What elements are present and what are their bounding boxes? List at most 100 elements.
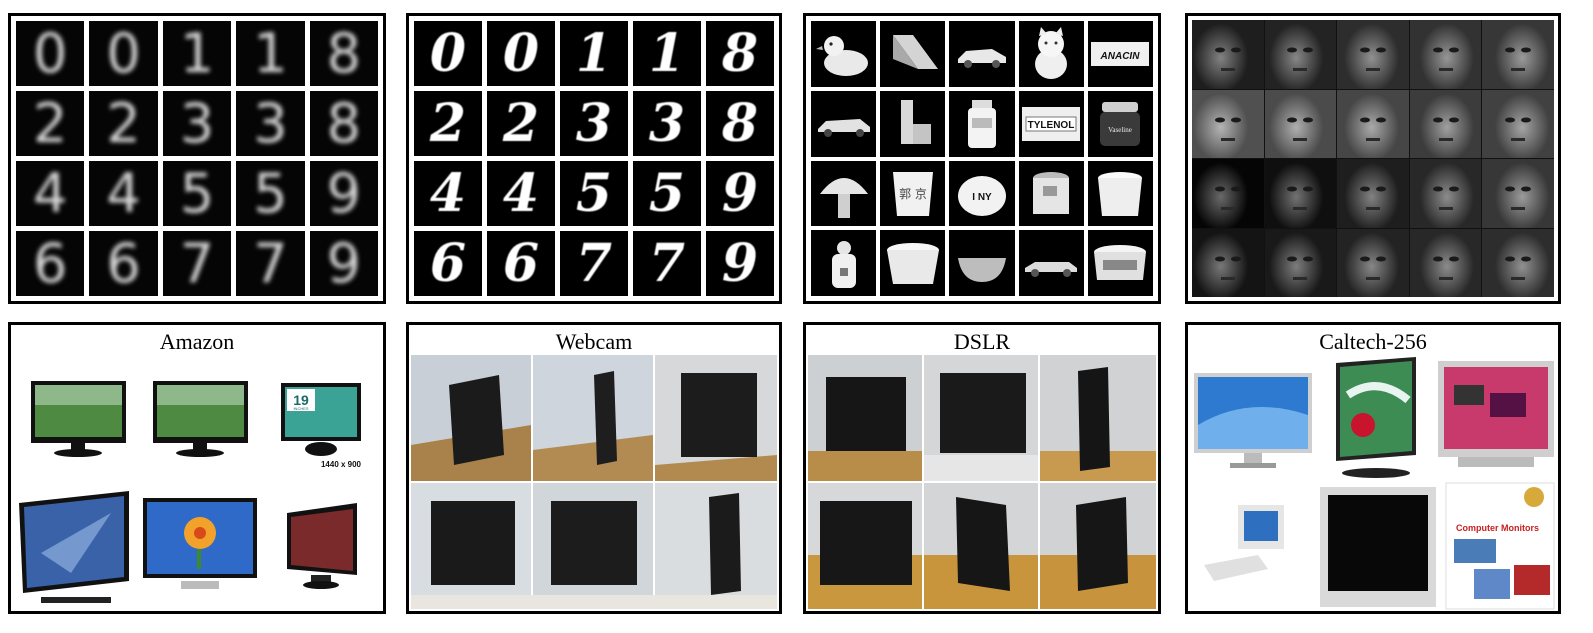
ny-label: I NY [972,192,992,203]
mnist-digit-cell: 3 [560,91,628,156]
usps-digit: 0 [106,21,141,85]
face-image [1192,159,1264,228]
webcam-monitor-images [411,355,777,609]
usps-digit-cell: 0 [89,21,158,86]
mnist-digit-cell: 0 [414,21,482,86]
container-image [1018,160,1084,227]
mnist-digit: 9 [721,162,759,224]
mnist-digit-cell: 1 [633,21,701,86]
usps-digit: 2 [33,91,68,155]
usps-digit-cell: 1 [236,21,305,86]
usps-digit: 5 [253,161,288,225]
usps-digit-cell: 3 [236,91,305,156]
mnist-digit-cell: 1 [560,21,628,86]
tylenol-label: TYLENOL [1028,120,1075,131]
vaseline-label: Vaseline [1109,126,1133,134]
usps-digit-cell: 6 [16,231,85,296]
usps-digit: 5 [179,161,215,225]
usps-digit: 7 [179,231,215,295]
usps-digit-cell: 5 [162,161,232,226]
amazon-panel: Amazon 19 INCHES 1440 x 900 [8,322,386,614]
mnist-digit-cell: 9 [706,231,774,296]
tylenol-box-image: TYLENOL [1018,90,1084,157]
race-car-image [811,90,877,157]
face-image [1409,89,1482,158]
usps-digit-cell: 6 [89,231,158,296]
face-image [1264,228,1337,297]
usps-digit-cell: 9 [309,231,378,296]
face-image [1482,89,1554,158]
face-image [1192,89,1264,158]
convertible-car-image [1018,230,1084,296]
mnist-digit: 6 [429,232,467,294]
face-image [1192,228,1264,297]
cream-tub-image [1087,230,1153,296]
mnist-digit: 7 [648,232,686,294]
face-image [1409,20,1482,89]
usps-digit-cell: 8 [309,91,378,156]
mnist-digit-cell: 4 [414,161,482,226]
usps-digit-cell: 8 [309,21,378,86]
usps-digit: 6 [33,231,68,295]
face-image [1192,20,1264,89]
face-image [1482,159,1554,228]
coil-object-grid: ANACIN TYLENOL Vaseline 郭 京 I NY [811,21,1153,296]
mnist-digit: 6 [502,232,540,294]
mnist-digit: 5 [648,162,686,224]
usps-digit-cell: 9 [309,161,378,226]
usps-digit-cell: 7 [236,231,305,296]
vaseline-jar-image: Vaseline [1087,90,1153,157]
bowl-image [880,230,946,296]
usps-digit: 4 [33,161,68,225]
amazon-monitor-images: 19 INCHES 1440 x 900 [19,381,362,603]
face-image [1409,159,1482,228]
ceramic-cup-image: 郭 京 [880,160,946,227]
usps-digit: 7 [253,231,288,295]
caltech-panel: Caltech-256 Computer Monitors [1185,322,1561,614]
usps-digit-cell: 7 [162,231,232,296]
lucky-cat-image [1018,21,1084,87]
face-image [1337,20,1409,89]
usps-digit-cell: 2 [89,91,158,156]
mnist-digit-cell: 6 [487,231,555,296]
face-image [1482,20,1554,89]
face-image [1337,89,1409,158]
bottle-image [811,230,877,296]
caltech-monitor-images: Computer Monitors [1194,357,1555,610]
svg-text:郭 京: 郭 京 [899,187,927,201]
mnist-digit-cell: 2 [487,91,555,156]
baby-powder-image [949,90,1015,157]
mnist-digit-cell: 5 [633,161,701,226]
mushroom-toy-image [811,160,877,227]
amazon-resolution-label: 1440 x 900 [321,460,362,469]
usps-digit-cell: 4 [16,161,85,226]
usps-digit-cell: 4 [89,161,158,226]
caltech-poster-title: Computer Monitors [1456,523,1539,533]
webcam-title: Webcam [555,329,633,354]
mnist-digit: 3 [575,92,613,154]
mnist-digit: 1 [648,22,686,84]
mnist-digit: 0 [429,22,467,84]
mnist-digit: 8 [721,22,759,84]
usps-digit: 9 [326,161,361,225]
plastic-tub-image [1087,160,1153,227]
mnist-digit: 2 [502,92,540,154]
webcam-panel: Webcam [406,322,782,614]
mnist-digit-cell: 9 [706,161,774,226]
face-image [1337,228,1409,297]
usps-digit-cell: 3 [162,91,232,156]
mnist-digit: 7 [575,232,613,294]
mnist-digit-cell: 7 [633,231,701,296]
anacin-box-image: ANACIN [1087,21,1153,87]
usps-digit: 9 [326,231,361,295]
dslr-monitor-images [808,355,1156,609]
usps-digit: 1 [253,21,288,85]
rubber-duck-image [811,21,877,87]
amazon-size-badge-sub: INCHES [293,406,308,411]
usps-digit: 4 [106,161,141,225]
mnist-digit: 5 [575,162,613,224]
face-image [1264,20,1337,89]
